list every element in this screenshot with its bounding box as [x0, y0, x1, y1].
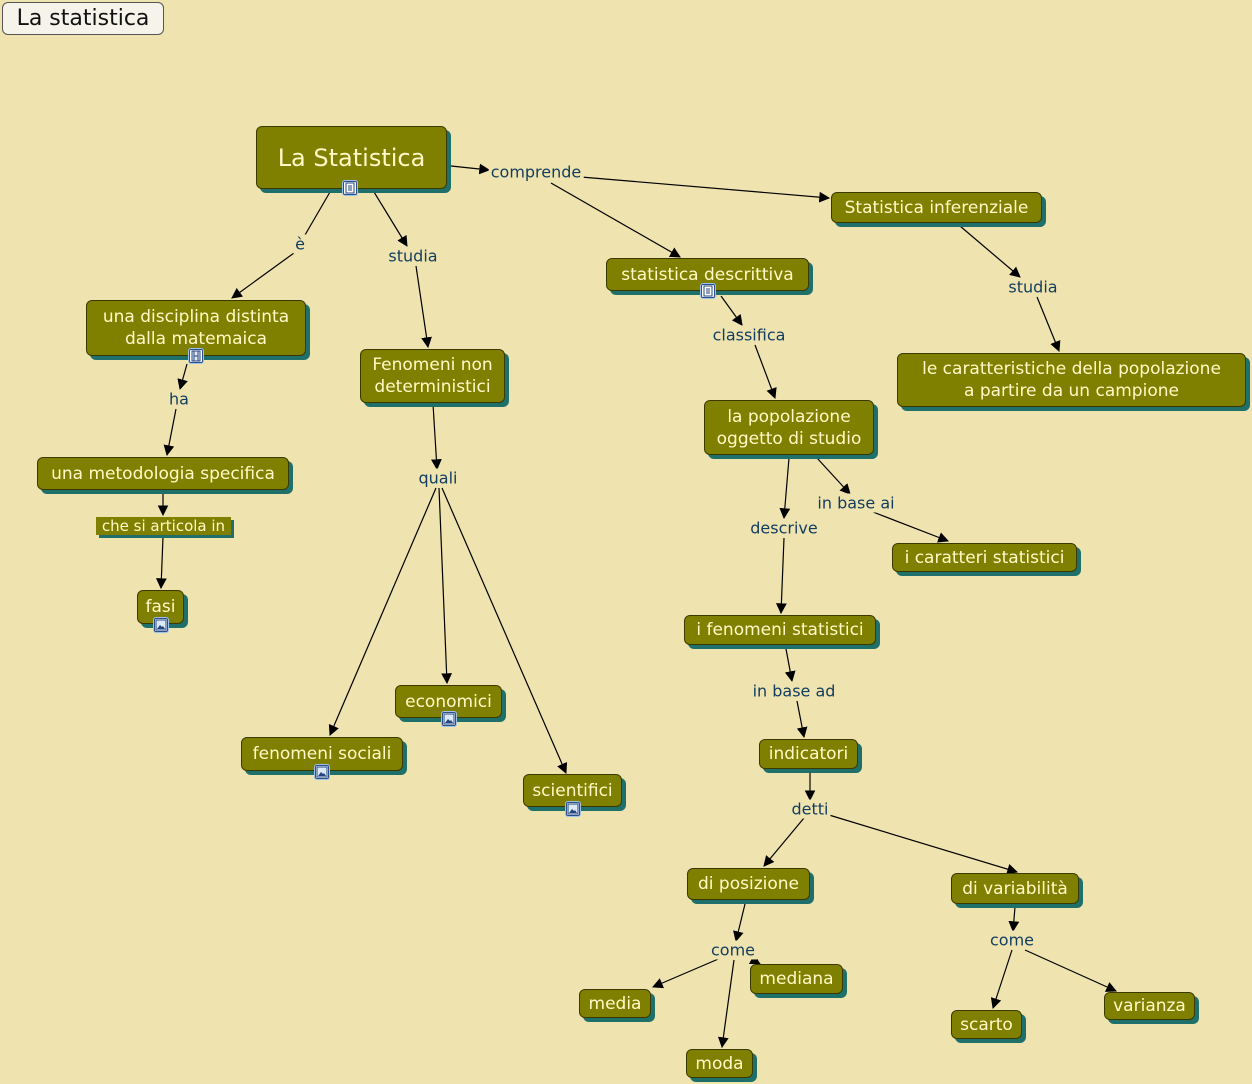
- image-icon[interactable]: [442, 712, 456, 726]
- node-fenomeni-statistici[interactable]: i fenomeni statistici: [684, 615, 876, 645]
- node-di-posizione[interactable]: di posizione: [687, 868, 810, 900]
- link-label-classifica: classifica: [710, 325, 788, 345]
- link-label-ha: ha: [167, 389, 191, 409]
- node-fenomeni-non-deterministici[interactable]: Fenomeni non deterministici: [360, 349, 505, 403]
- document-icon[interactable]: [343, 181, 357, 195]
- link-label-in-base-ai: in base ai: [815, 493, 897, 513]
- node-statistica-inferenziale[interactable]: Statistica inferenziale: [831, 192, 1042, 223]
- node-media[interactable]: media: [579, 989, 651, 1018]
- link-label-studia-inferenziale: studia: [1006, 277, 1060, 297]
- node-economici[interactable]: economici: [395, 685, 502, 718]
- link-label-e: è: [293, 234, 307, 254]
- image-icon[interactable]: [154, 618, 168, 632]
- node-la-statistica[interactable]: La Statistica: [256, 126, 447, 189]
- node-caratteri-statistici[interactable]: i caratteri statistici: [892, 543, 1077, 572]
- node-indicatori[interactable]: indicatori: [759, 739, 858, 769]
- window-title: La statistica: [2, 2, 164, 35]
- image-icon[interactable]: [566, 802, 580, 816]
- node-di-variabilita[interactable]: di variabilità: [951, 873, 1079, 904]
- link-label-come-variabilita: come: [987, 930, 1037, 950]
- image-icon[interactable]: [315, 765, 329, 779]
- link-label-come-posizione: come: [708, 940, 758, 960]
- node-varianza[interactable]: varianza: [1104, 992, 1195, 1020]
- node-scientifici[interactable]: scientifici: [523, 774, 622, 807]
- node-popolazione[interactable]: la popolazione oggetto di studio: [704, 400, 874, 455]
- link-label-comprende: comprende: [488, 162, 584, 182]
- node-disciplina[interactable]: una disciplina distinta dalla matemaica: [86, 300, 306, 356]
- document-icon[interactable]: [701, 284, 715, 298]
- link-label-detti: detti: [789, 799, 831, 819]
- node-scarto[interactable]: scarto: [951, 1010, 1022, 1039]
- link-label-in-base-ad: in base ad: [750, 681, 838, 701]
- film-icon[interactable]: [189, 349, 203, 363]
- link-label-quali: quali: [416, 468, 460, 488]
- node-metodologia[interactable]: una metodologia specifica: [37, 457, 289, 490]
- link-label-studia: studia: [386, 246, 440, 266]
- node-caratteristiche[interactable]: le caratteristiche della popolazione a p…: [897, 353, 1246, 407]
- node-articola[interactable]: che si articola in: [96, 517, 231, 535]
- node-mediana[interactable]: mediana: [750, 964, 843, 994]
- link-label-descrive: descrive: [748, 518, 820, 538]
- node-moda[interactable]: moda: [686, 1049, 753, 1078]
